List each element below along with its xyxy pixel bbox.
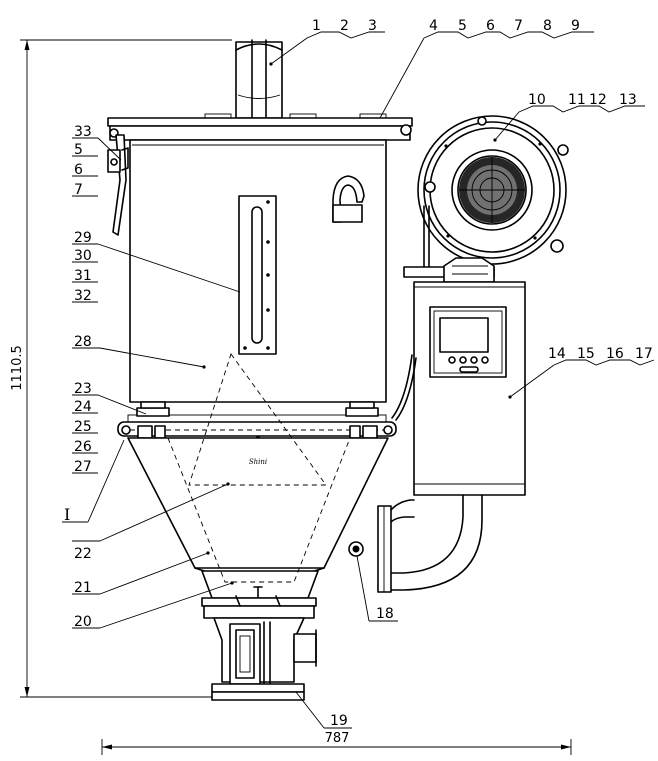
callout-31: 31 bbox=[74, 268, 92, 284]
callout-1: 1 bbox=[312, 18, 321, 34]
hopper-flange bbox=[117, 401, 397, 441]
air-duct bbox=[348, 354, 483, 593]
callout-5b: 5 bbox=[74, 142, 83, 158]
callout-25: 25 bbox=[74, 419, 92, 435]
control-box bbox=[403, 257, 526, 496]
callout-27: 27 bbox=[74, 459, 92, 475]
callout-10: 10 bbox=[528, 92, 546, 108]
hopper-lid bbox=[107, 113, 413, 141]
callout-I: I bbox=[64, 505, 70, 524]
callout-7: 7 bbox=[514, 18, 523, 34]
callout-6b: 6 bbox=[74, 162, 83, 178]
callout-4: 4 bbox=[429, 18, 438, 34]
discharge-base bbox=[201, 595, 317, 701]
callout-30: 30 bbox=[74, 248, 92, 264]
height-dimension-value: 1110.5 bbox=[10, 345, 25, 391]
callout-6: 6 bbox=[486, 18, 495, 34]
callout-16: 16 bbox=[606, 346, 624, 362]
callout-leaders bbox=[62, 31, 655, 729]
callout-13: 13 bbox=[619, 92, 637, 108]
callout-5: 5 bbox=[458, 18, 467, 34]
callout-19: 19 bbox=[330, 713, 348, 729]
callout-15: 15 bbox=[577, 346, 595, 362]
sight-glass bbox=[238, 195, 277, 355]
callout-24: 24 bbox=[74, 399, 92, 415]
width-dimension: 787 bbox=[101, 731, 572, 755]
hopper-cone: Shini bbox=[127, 353, 389, 599]
callout-labels: 1 2 3 4 5 6 7 8 9 10 11 12 13 14 15 16 1… bbox=[64, 18, 653, 729]
brand-mark: Shini bbox=[249, 458, 267, 466]
callout-8: 8 bbox=[543, 18, 552, 34]
callout-29: 29 bbox=[74, 230, 92, 246]
callout-32: 32 bbox=[74, 288, 92, 304]
callout-14: 14 bbox=[548, 346, 566, 362]
callout-3: 3 bbox=[368, 18, 377, 34]
blower bbox=[417, 115, 569, 273]
callout-7b: 7 bbox=[74, 182, 83, 198]
callout-17: 17 bbox=[635, 346, 653, 362]
callout-2: 2 bbox=[340, 18, 349, 34]
callout-18: 18 bbox=[376, 606, 394, 622]
callout-12: 12 bbox=[589, 92, 607, 108]
height-dimension: 1110.5 bbox=[10, 39, 232, 698]
width-dimension-value: 787 bbox=[325, 731, 350, 746]
callout-9: 9 bbox=[571, 18, 580, 34]
lid-clamp bbox=[107, 134, 129, 236]
callout-23: 23 bbox=[74, 381, 92, 397]
callout-28: 28 bbox=[74, 334, 92, 350]
callout-11: 11 bbox=[568, 92, 586, 108]
callout-22: 22 bbox=[74, 546, 92, 562]
callout-20: 20 bbox=[74, 614, 92, 630]
callout-33: 33 bbox=[74, 124, 92, 140]
inlet-pipe bbox=[235, 39, 283, 119]
callout-26: 26 bbox=[74, 439, 92, 455]
callout-21: 21 bbox=[74, 580, 92, 596]
